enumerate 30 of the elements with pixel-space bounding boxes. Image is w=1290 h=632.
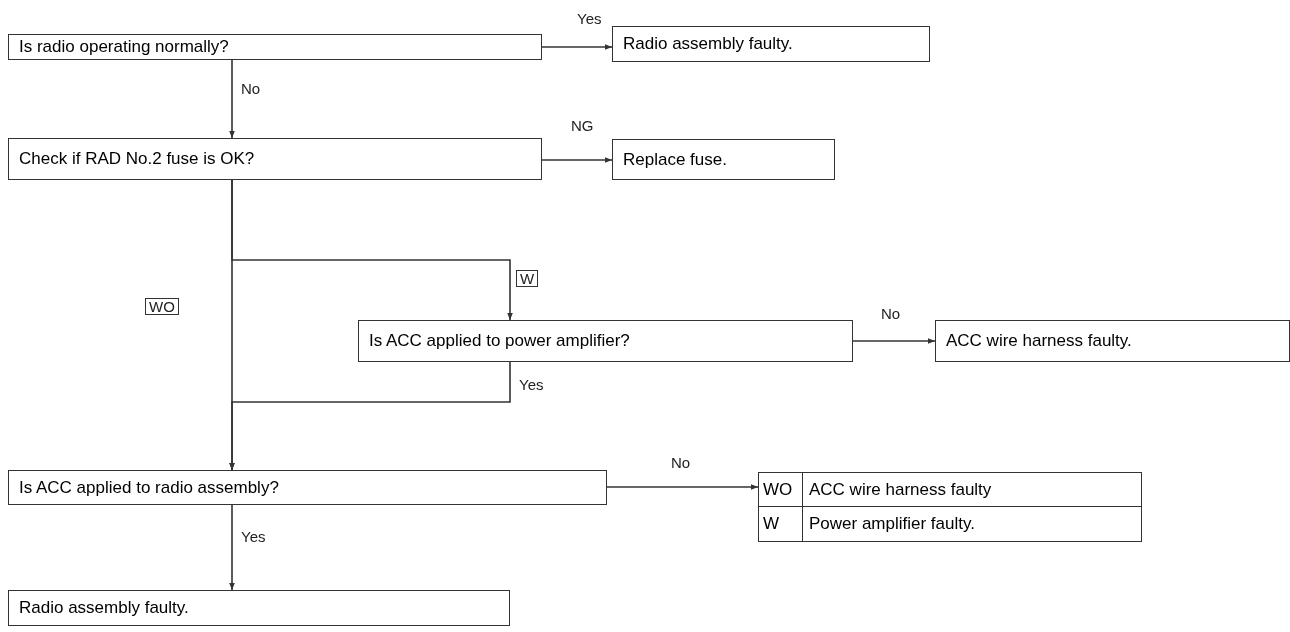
process-box [358,320,853,362]
process-box [8,34,542,60]
edge-label: W [516,270,539,287]
box-text: Check if RAD No.2 fuse is OK? [19,149,255,169]
condition-code: WO [759,473,803,507]
edge-label: WO [145,298,179,315]
arrow [229,504,235,591]
box-text: Is radio operating normally? [19,37,229,57]
box-text: ACC wire harness faulty. [946,331,1132,351]
process-box [8,470,607,505]
box-text: Radio assembly faulty. [19,598,189,618]
arrow [541,157,613,163]
process-box [8,590,510,626]
box-text: Replace fuse. [623,149,727,170]
process-box [8,138,542,180]
condition-code: W [759,507,803,541]
table-cell: ACC wire harness faulty [803,473,1141,507]
arrow [541,44,613,50]
box-text: Is ACC applied to radio assembly? [19,477,279,498]
table-cell-text: Power amplifier faulty. [808,513,976,535]
arrow [606,484,759,490]
result-table [758,472,1142,542]
arrow [852,338,936,344]
box-text: Is ACC applied to power amplifier? [369,331,630,351]
process-box [612,139,835,180]
arrow [229,59,235,139]
box-text: Radio assembly faulty. [623,34,793,54]
process-box [935,320,1290,362]
arrow [229,361,511,471]
process-box [612,26,930,62]
